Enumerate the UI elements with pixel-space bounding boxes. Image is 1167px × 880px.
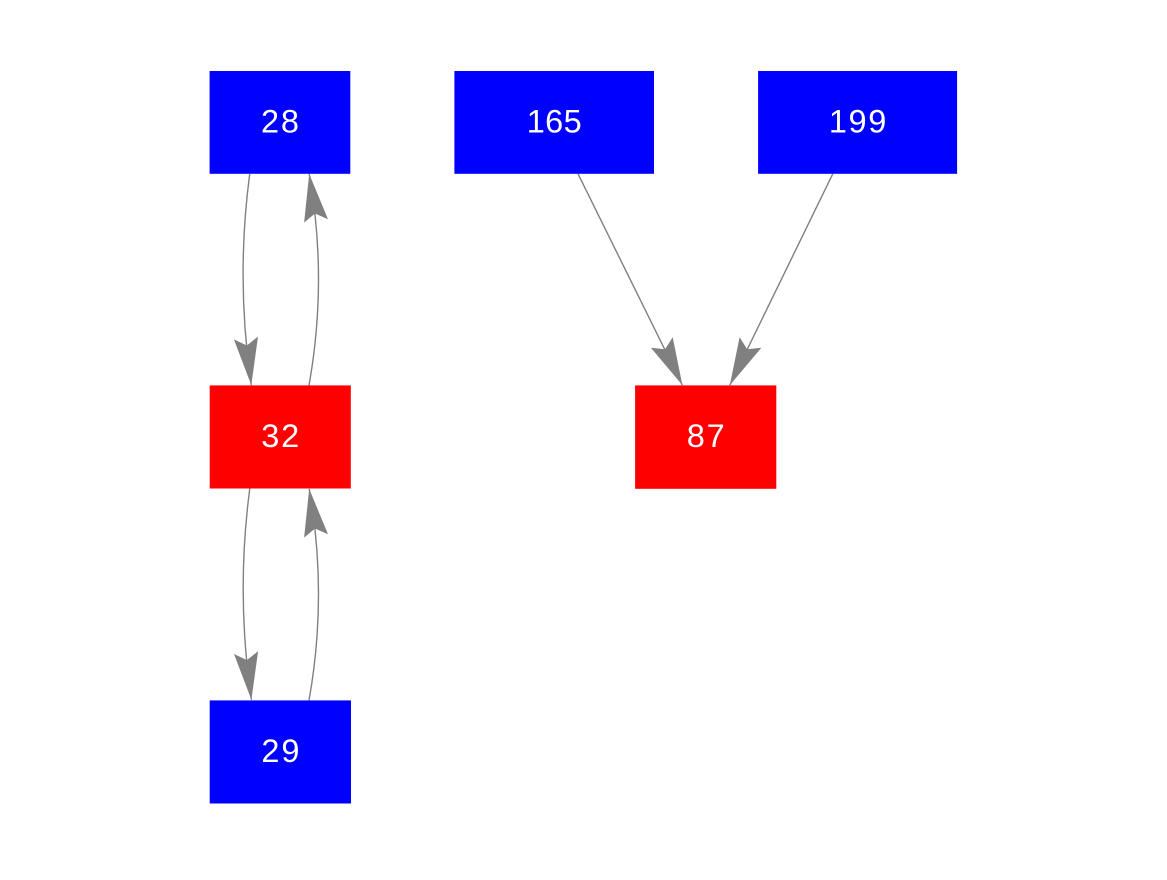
svg-text:28: 28 bbox=[261, 104, 299, 140]
svg-text:199: 199 bbox=[829, 104, 887, 140]
svg-text:29: 29 bbox=[261, 733, 299, 769]
svg-text:165: 165 bbox=[527, 104, 582, 140]
svg-text:87: 87 bbox=[687, 418, 725, 454]
svg-text:32: 32 bbox=[261, 418, 299, 454]
